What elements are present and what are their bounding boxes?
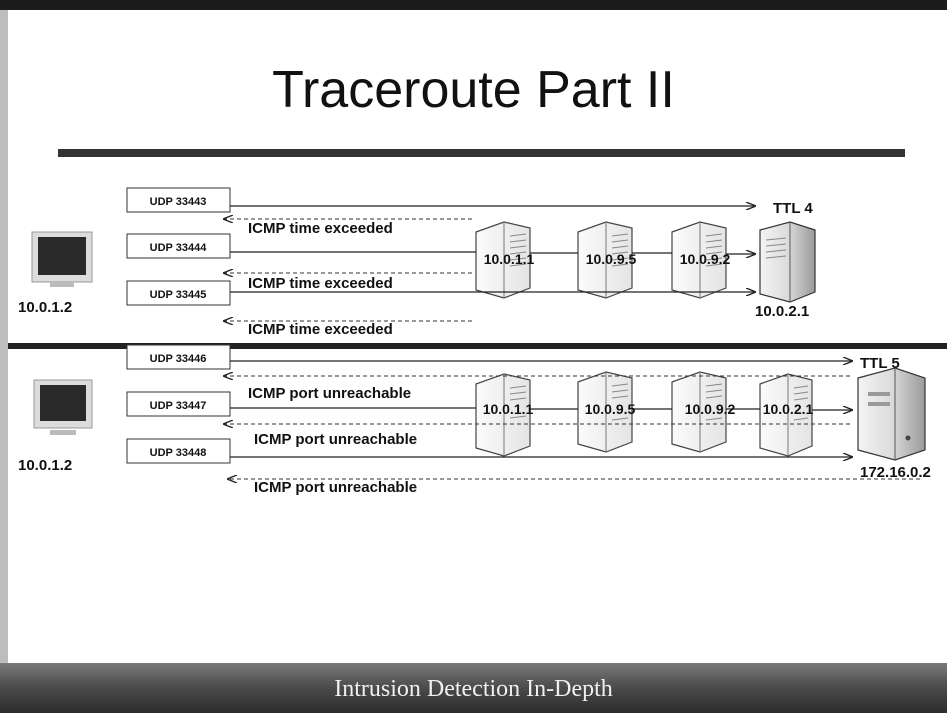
router-label: 10.0.9.2: [685, 401, 736, 417]
svg-text:UDP 33443: UDP 33443: [150, 196, 207, 208]
svg-text:UDP 33446: UDP 33446: [150, 353, 207, 365]
router-icon: [671, 371, 727, 453]
server-icon: [857, 367, 926, 461]
ttl-label: TTL 4: [773, 200, 813, 217]
reply-label: ICMP time exceeded: [248, 321, 393, 338]
svg-text:UDP 33448: UDP 33448: [150, 447, 207, 459]
footer-bar: [0, 663, 947, 713]
source-host-label: 10.0.1.2: [18, 299, 72, 316]
probe-box: UDP 33445: [126, 280, 231, 306]
reply-label: ICMP port unreachable: [248, 385, 411, 402]
destination-label: 172.16.0.2: [860, 464, 931, 481]
source-host-label: 10.0.1.2: [18, 457, 72, 474]
probe-box: UDP 33443: [126, 187, 231, 213]
router-icon: [759, 373, 813, 457]
router-icon: [475, 221, 531, 299]
reply-label: ICMP time exceeded: [248, 275, 393, 292]
footer-title: Intrusion Detection In-Depth: [334, 676, 613, 702]
router-label: 10.0.1.1: [484, 251, 535, 267]
router-label: 10.0.9.5: [585, 401, 636, 417]
probe-box: UDP 33446: [126, 344, 231, 370]
destination-label: 10.0.2.1: [755, 303, 809, 320]
probe-box: UDP 33448: [126, 438, 231, 464]
probe-box: UDP 33447: [126, 391, 231, 417]
slide-title: Traceroute Part II: [272, 61, 675, 119]
reply-label: ICMP time exceeded: [248, 220, 393, 237]
router-icon: [671, 221, 727, 299]
svg-text:UDP 33444: UDP 33444: [150, 242, 208, 254]
router-icon: [475, 373, 531, 457]
title-rule: [58, 149, 905, 157]
monitor-icon: [33, 379, 93, 435]
router-label: 10.0.9.2: [680, 251, 731, 267]
router-icon: [577, 371, 633, 453]
svg-text:UDP 33447: UDP 33447: [150, 400, 207, 412]
router-label: 10.0.9.5: [586, 251, 637, 267]
reply-label: ICMP port unreachable: [254, 431, 417, 448]
reply-label: ICMP port unreachable: [254, 479, 417, 496]
probe-box: UDP 33444: [126, 233, 231, 259]
top-border: [0, 0, 947, 10]
section-divider: [8, 343, 947, 349]
monitor-icon: [31, 231, 93, 287]
ttl-label: TTL 5: [860, 355, 900, 372]
router-icon: [577, 221, 633, 299]
server-icon: [759, 221, 816, 303]
router-label: 10.0.2.1: [763, 401, 814, 417]
router-label: 10.0.1.1: [483, 401, 534, 417]
svg-text:UDP 33445: UDP 33445: [150, 289, 207, 301]
left-border: [0, 10, 8, 665]
